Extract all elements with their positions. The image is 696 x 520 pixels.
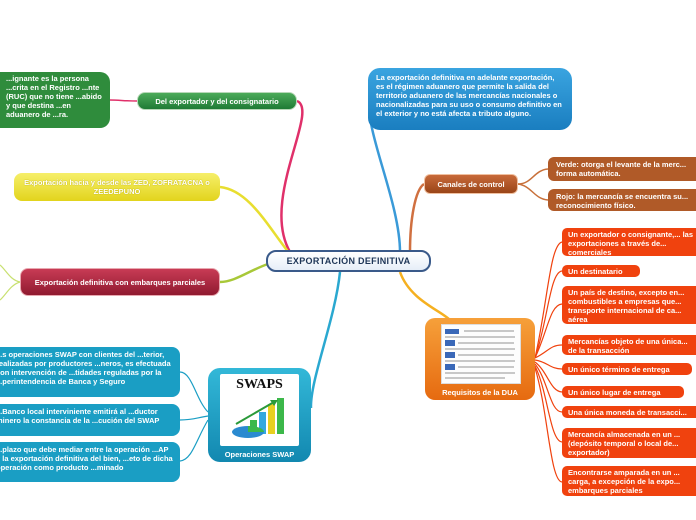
zed-label: Exportación hacia y desde las ZED, ZOFRA… xyxy=(24,178,210,196)
canal-verde[interactable]: Verde: otorga el levante de la merc... f… xyxy=(548,157,696,181)
requisitos-branch[interactable]: Requisitos de la DUA xyxy=(425,318,535,400)
canales-label: Canales de control xyxy=(437,179,505,189)
central-topic[interactable]: EXPORTACIÓN DEFINITIVA xyxy=(266,250,431,272)
link-swaps xyxy=(309,271,342,409)
swaps-branch[interactable]: SWAPS Operaciones SWAP xyxy=(208,368,311,462)
swaps-child-1[interactable]: ...s operaciones SWAP con clientes del .… xyxy=(0,347,180,397)
requisito-item[interactable]: Un país de destino, excepto en... combus… xyxy=(562,286,696,324)
dua-document-image xyxy=(441,324,521,384)
link-zed xyxy=(219,185,291,255)
bar-chart-icon xyxy=(232,398,284,438)
requisito-item[interactable]: Mercancías objeto de una única... de la … xyxy=(562,335,696,355)
link-canales xyxy=(408,182,425,253)
parciales-branch[interactable]: Exportación definitiva con embarques par… xyxy=(20,268,220,296)
swaps-child-2[interactable]: ...Banco local interviniente emitirá al … xyxy=(0,404,180,436)
links-requisitos-children xyxy=(534,241,563,483)
requisito-item[interactable]: Un destinatario xyxy=(562,265,640,277)
swaps-label: Operaciones SWAP xyxy=(224,450,295,459)
definicion-node[interactable]: La exportación definitiva en adelante ex… xyxy=(368,68,572,130)
link-exportador-child xyxy=(109,99,138,102)
swaps-title: SWAPS xyxy=(236,377,283,392)
link-verde xyxy=(517,168,549,185)
requisitos-label: Requisitos de la DUA xyxy=(442,388,518,397)
link-parciales-stub2 xyxy=(0,281,21,301)
requisito-item[interactable]: Una única moneda de transacci... xyxy=(562,406,696,418)
requisito-item[interactable]: Un exportador o consignante,... las expo… xyxy=(562,228,696,256)
link-parciales-stub xyxy=(0,264,21,283)
requisito-item[interactable]: Mercancía almacenada en un ... (depósito… xyxy=(562,428,696,458)
exportador-detail[interactable]: ...ignante es la persona ...crita en el … xyxy=(0,72,110,128)
exportador-branch[interactable]: Del exportador y del consignatario xyxy=(137,92,297,110)
links-swaps-children xyxy=(179,371,209,462)
swaps-child-3[interactable]: ...plazo que debe mediar entre la operac… xyxy=(0,442,180,482)
requisito-item[interactable]: Encontrarse amparada en un ... carga, a … xyxy=(562,466,696,496)
exportador-label: Del exportador y del consignatario xyxy=(155,96,279,106)
requisito-item[interactable]: Un único término de entrega xyxy=(562,363,692,375)
link-requisitos xyxy=(398,271,451,321)
zed-branch[interactable]: Exportación hacia y desde las ZED, ZOFRA… xyxy=(14,173,220,201)
link-exportador xyxy=(280,99,304,253)
link-parciales xyxy=(219,262,269,284)
canales-branch[interactable]: Canales de control xyxy=(424,174,518,194)
requisito-item[interactable]: Un único lugar de entrega xyxy=(562,386,684,398)
swaps-image: SWAPS xyxy=(220,374,299,446)
canal-rojo[interactable]: Rojo: la mercancía se encuentra su... re… xyxy=(548,189,696,211)
link-rojo xyxy=(517,183,549,201)
parciales-label: Exportación definitiva con embarques par… xyxy=(34,277,206,287)
